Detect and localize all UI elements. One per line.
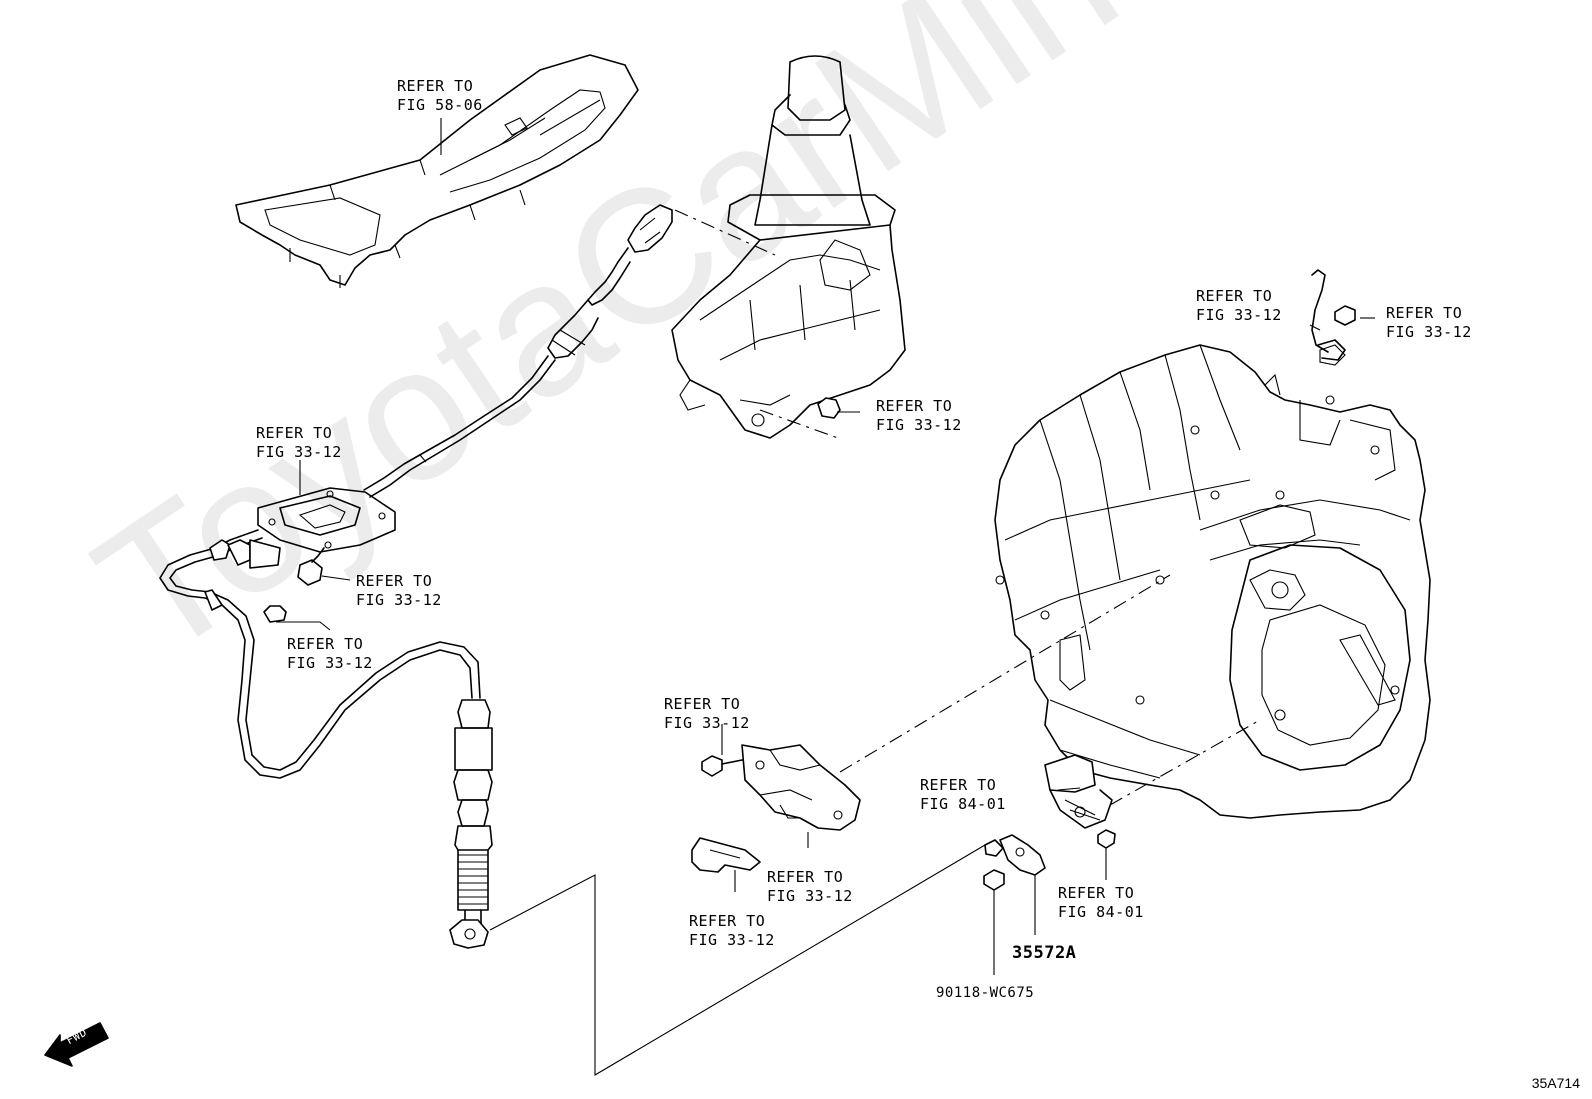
cable-bolt	[297, 547, 325, 586]
part-number-35572a[interactable]: 35572A	[1012, 943, 1077, 963]
center-console	[235, 54, 639, 288]
callout-bracket: REFER TO FIG 33-12	[767, 868, 853, 905]
trans-clip	[1311, 269, 1346, 361]
fwd-arrow	[44, 1022, 109, 1067]
bracket-clip	[691, 837, 761, 873]
callout-lever-cable-bracket: REFER TO FIG 33-12	[256, 424, 342, 461]
callout-bracket-bolt: REFER TO FIG 33-12	[664, 695, 750, 732]
callout-lever-nut: REFER TO FIG 33-12	[876, 397, 962, 434]
callout-switch: REFER TO FIG 84-01	[920, 776, 1006, 813]
lever-nut	[817, 397, 841, 419]
callout-trans-bolt: REFER TO FIG 33-12	[1386, 304, 1472, 341]
trans-bolt	[1334, 305, 1356, 326]
shift-lever	[671, 55, 906, 439]
callout-clip: REFER TO FIG 33-12	[689, 912, 775, 949]
bracket-bolt	[701, 755, 743, 777]
leader-lines	[276, 118, 1375, 975]
assembly-lines	[489, 209, 1261, 1076]
callout-console: REFER TO FIG 58-06	[397, 77, 483, 114]
callout-cable-nut: REFER TO FIG 33-12	[287, 635, 373, 672]
callout-switch-bolt: REFER TO FIG 84-01	[1058, 884, 1144, 921]
shift-cable	[159, 204, 673, 949]
cable-bracket	[741, 744, 861, 831]
switch-bolt	[1097, 829, 1116, 849]
figure-code: 35A714	[1531, 1075, 1580, 1091]
control-shaft-lever	[984, 834, 1046, 876]
neutral-start-switch	[1044, 754, 1113, 829]
callout-cable-bolt: REFER TO FIG 33-12	[356, 572, 442, 609]
part-number-90118[interactable]: 90118-WC675	[936, 985, 1035, 1001]
callout-trans-clip: REFER TO FIG 33-12	[1196, 287, 1282, 324]
cable-nut	[263, 605, 287, 623]
nut-90118	[983, 869, 1005, 891]
